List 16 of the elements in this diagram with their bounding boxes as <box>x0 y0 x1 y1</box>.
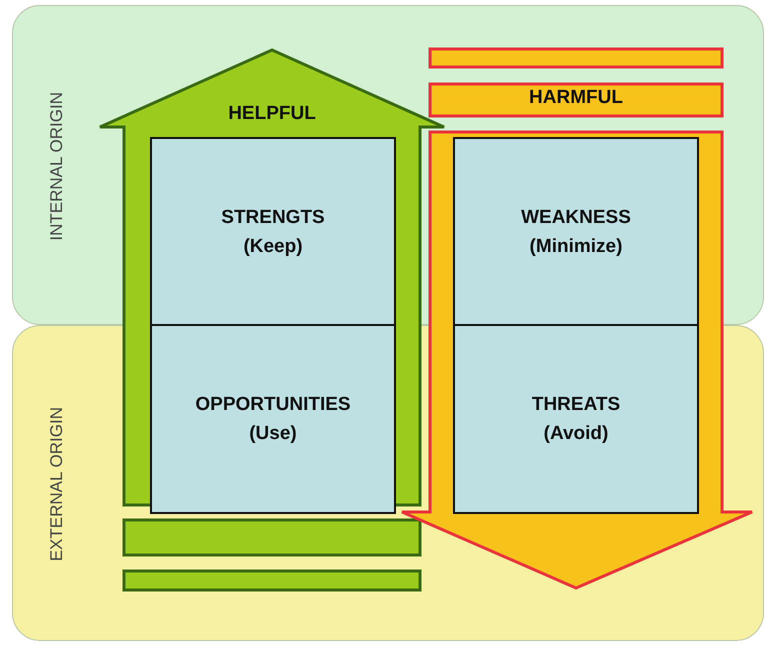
arrow-label: HARMFUL <box>528 87 624 109</box>
quadrant-box <box>453 137 699 326</box>
quadrant-box <box>453 324 699 514</box>
quadrant-box <box>150 324 396 514</box>
quadrant-title: WEAKNESS <box>521 206 631 230</box>
arrow-label: HELPFUL <box>227 103 317 125</box>
quadrant-subtitle: (Avoid) <box>544 422 608 446</box>
quadrant-title: STRENGTS <box>221 206 325 230</box>
quadrant-subtitle: (Minimize) <box>530 234 622 258</box>
quadrant-box <box>150 137 396 326</box>
quadrant-subtitle: (Use) <box>249 422 297 446</box>
band-label: INTERNAL ORIGIN <box>47 92 67 240</box>
quadrant-subtitle: (Keep) <box>243 234 303 258</box>
quadrant-title: THREATS <box>532 393 620 417</box>
quadrant-title: OPPORTUNITIES <box>195 393 351 417</box>
band-label: EXTERNAL ORIGIN <box>47 407 67 562</box>
